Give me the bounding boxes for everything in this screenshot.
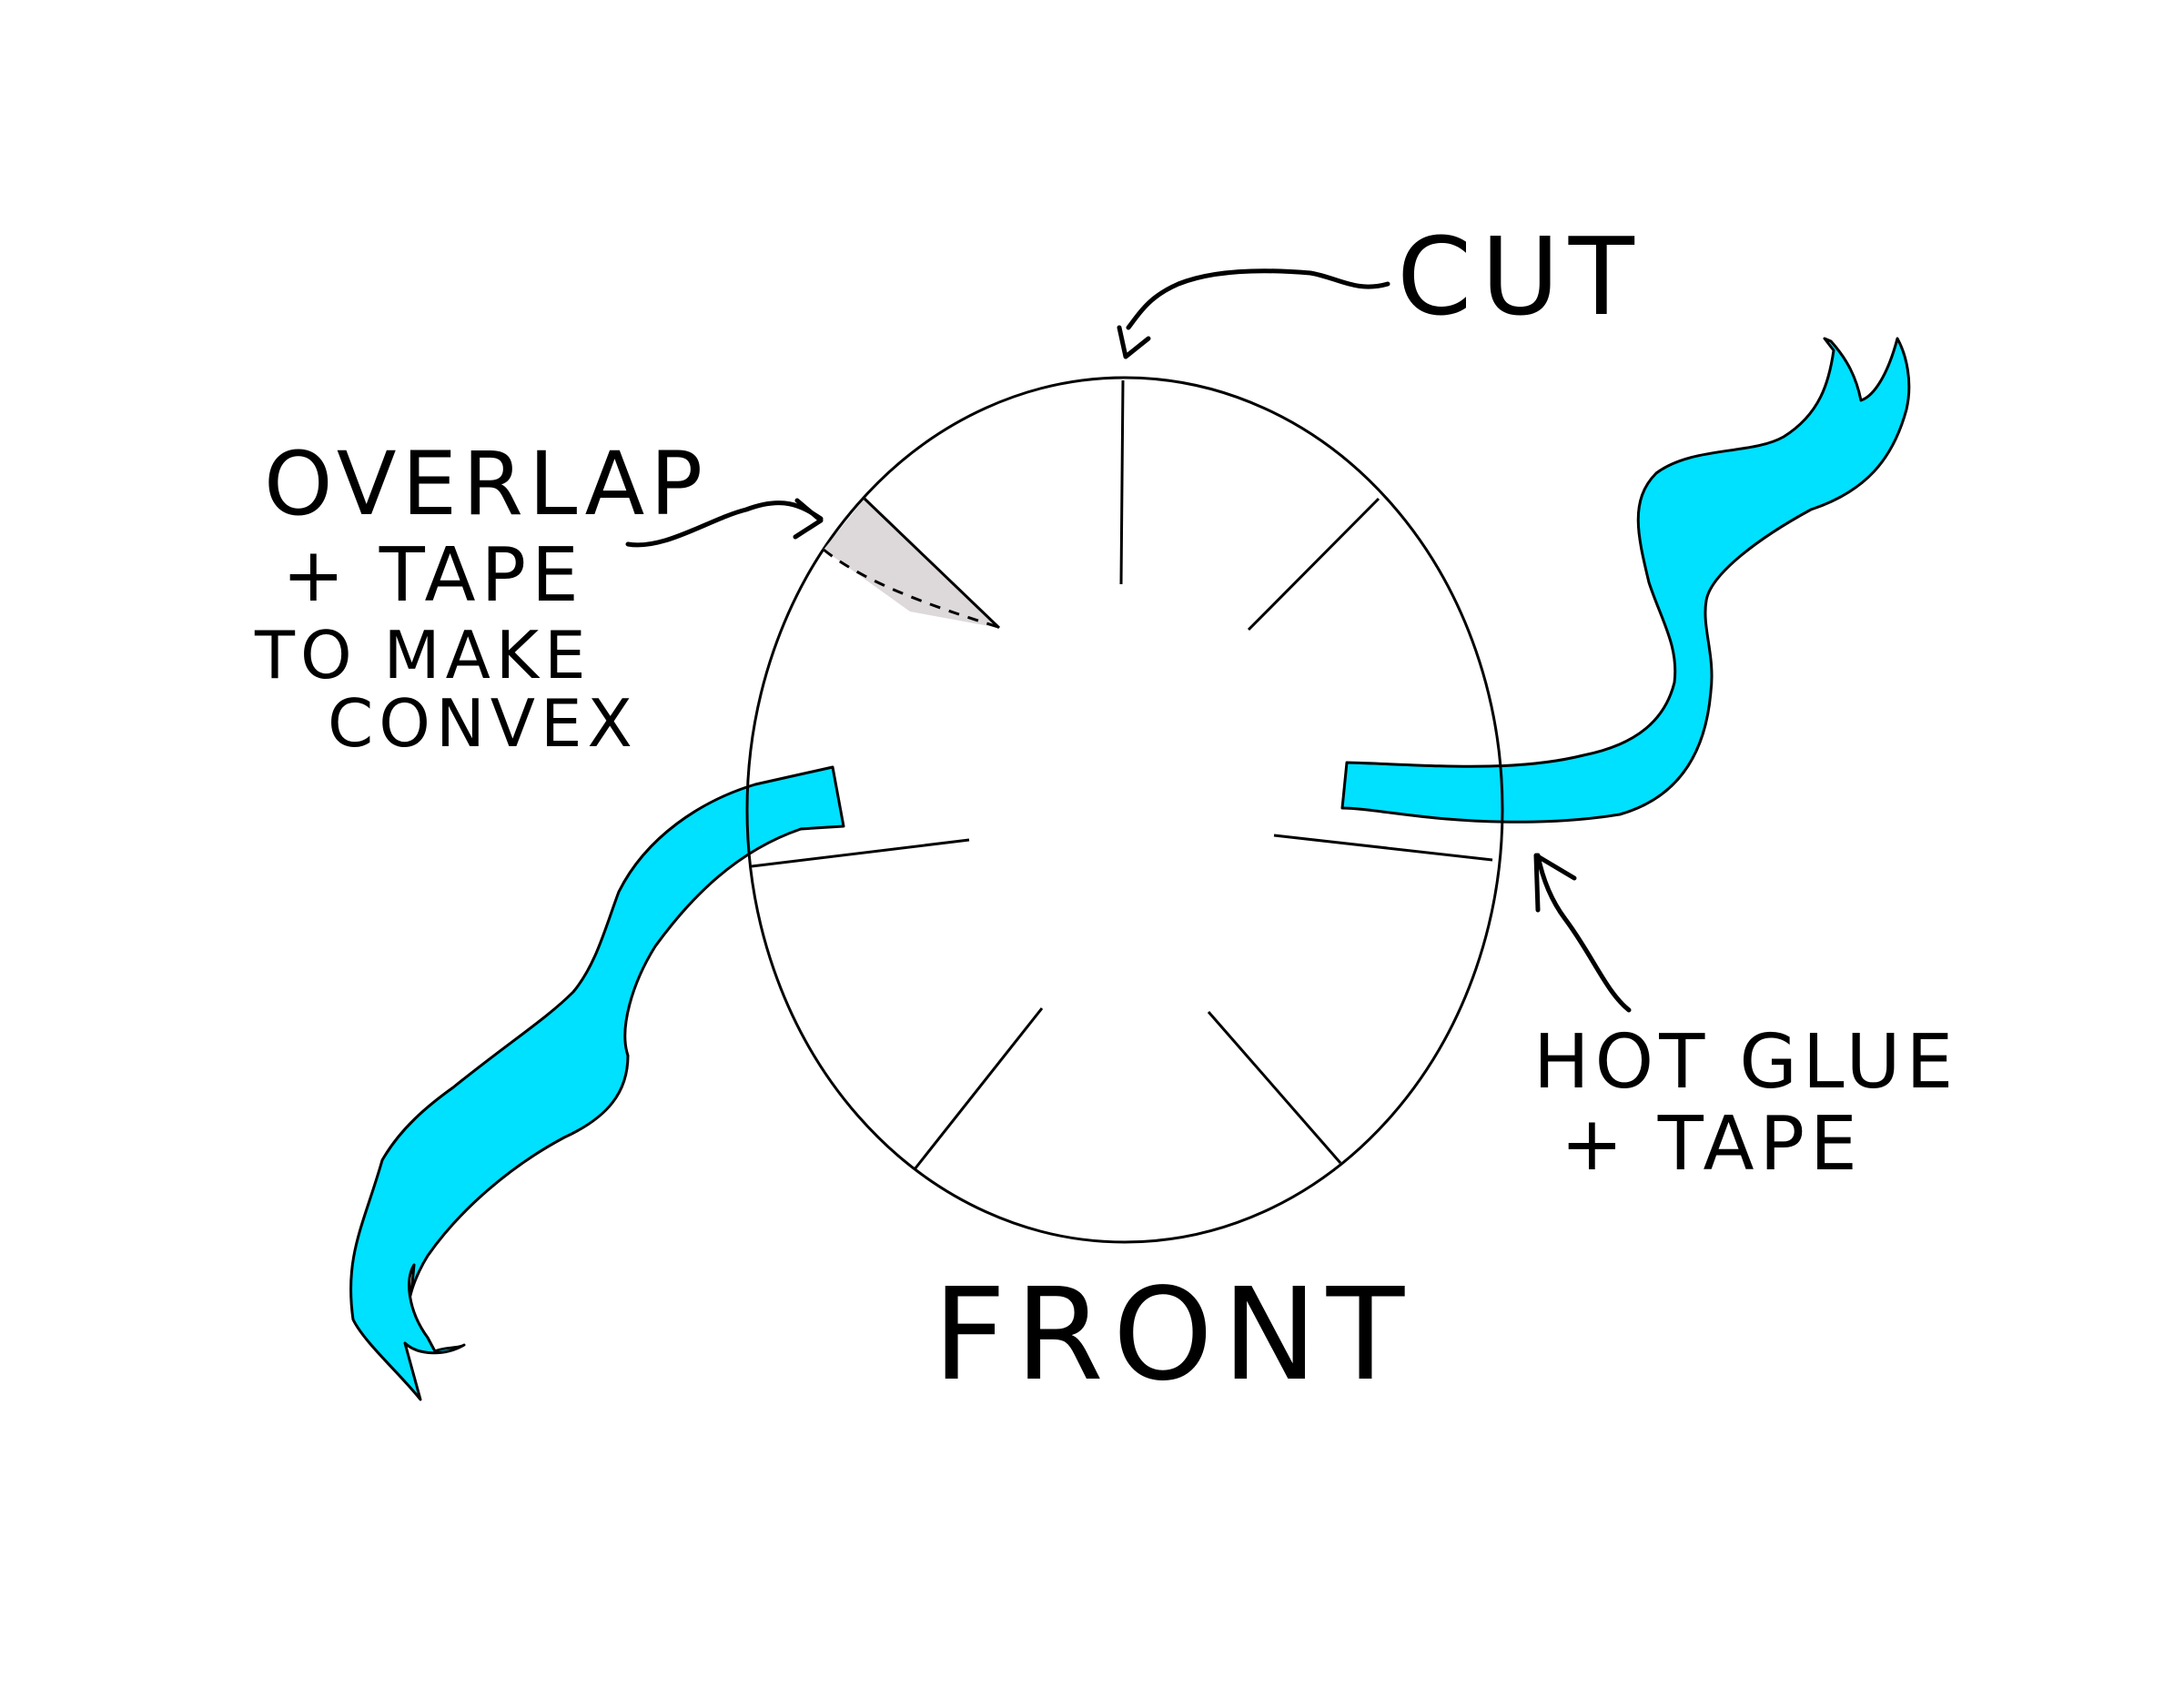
overlap-label-line2: + TAPE (282, 532, 584, 619)
overlap-dashed-edge (823, 548, 1002, 630)
cut-line-left (751, 838, 970, 868)
hot-glue-label-line2: + TAPE (1561, 1101, 1863, 1188)
overlap-label-line4: CONVEX (328, 685, 638, 762)
overlap-arrow (625, 500, 824, 548)
hot-glue-arrowhead (1533, 853, 1577, 913)
left-strap (349, 765, 845, 1401)
cut-line-right (1273, 834, 1493, 862)
cut-line-lower-right (1207, 1011, 1342, 1164)
hot-glue-arrow (1535, 853, 1632, 1013)
hot-glue-label-line1: HOT GLUE (1533, 1019, 1958, 1106)
mask-oval (745, 376, 1504, 1244)
front-label: FRONT (933, 1261, 1413, 1410)
cut-line-upper-right (1247, 497, 1380, 632)
overlap-cut-line (863, 497, 1001, 630)
cut-line-top (1119, 379, 1125, 585)
overlap-shaded-area (824, 499, 999, 628)
cut-label: CUT (1397, 214, 1643, 339)
overlap-label-line3: TO MAKE (254, 617, 592, 693)
cut-line-lower-left (913, 1007, 1044, 1170)
right-strap (1340, 337, 1911, 824)
cut-arrowhead (1117, 325, 1151, 359)
cut-arrow (1126, 268, 1390, 330)
overlap-arrowhead (793, 498, 824, 540)
overlap-label-line1: OVERLAP (264, 433, 708, 535)
